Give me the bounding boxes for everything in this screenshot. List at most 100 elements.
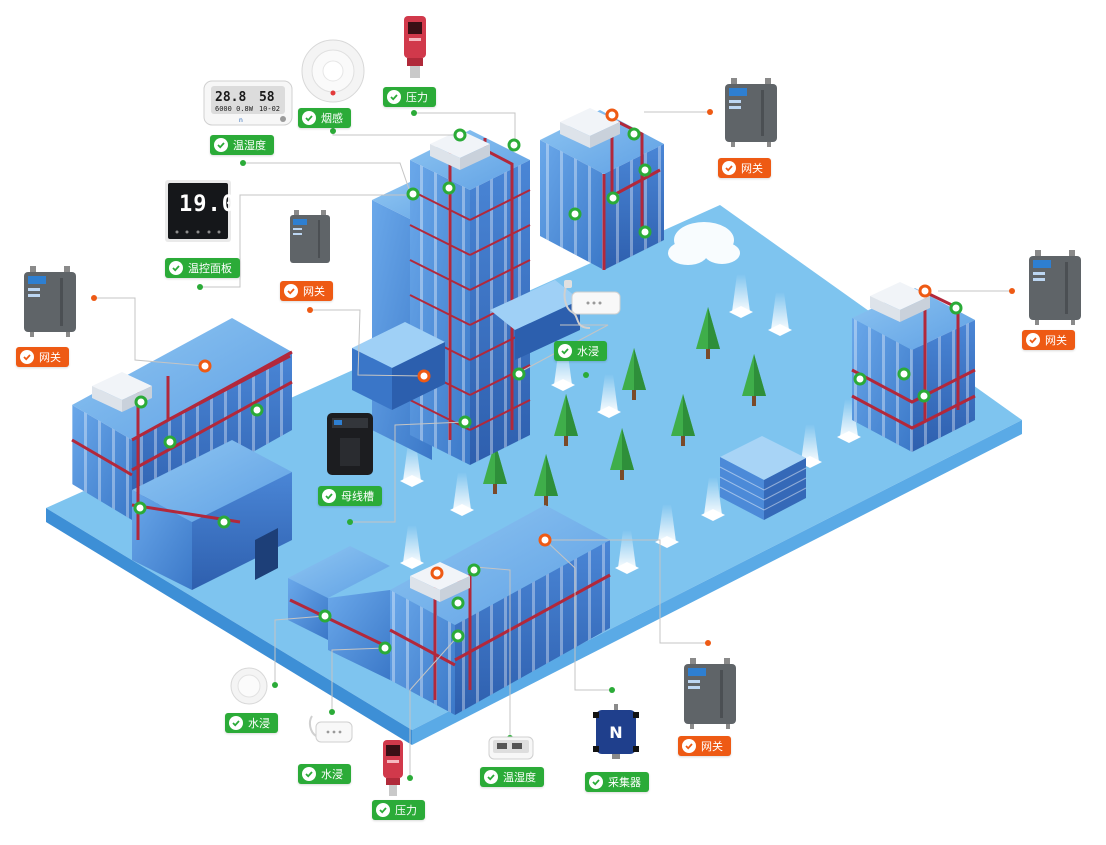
tag-label: 网关: [701, 740, 723, 753]
tree-icon: [610, 428, 634, 480]
thermo-humidity-readout: 58: [258, 90, 275, 105]
busbar-monitor-icon[interactable]: [326, 412, 374, 476]
tag-pressure-top[interactable]: 压力: [383, 87, 436, 107]
check-icon: [484, 770, 498, 784]
tag-label: 压力: [406, 91, 428, 104]
gateway-box-icon[interactable]: [22, 266, 78, 338]
check-icon: [229, 716, 243, 730]
tag-label: 母线槽: [341, 490, 374, 503]
check-icon: [589, 775, 603, 789]
tag-label: 温湿度: [503, 771, 536, 784]
tag-label: 网关: [303, 285, 325, 298]
tag-gateway-right[interactable]: 网关: [1022, 330, 1075, 350]
tag-label: 烟感: [321, 112, 343, 125]
thermo-temp-readout: 28.8: [215, 90, 247, 105]
check-icon: [20, 350, 34, 364]
trees: [483, 307, 766, 506]
check-icon: [682, 739, 696, 753]
ground-light-icon: [400, 443, 424, 487]
data-collector-icon[interactable]: N: [592, 704, 640, 760]
gateway-box-icon[interactable]: [288, 210, 332, 268]
gateway-box-icon[interactable]: [723, 78, 779, 148]
tag-collector[interactable]: 采集器: [585, 772, 649, 792]
cloud-icon: [668, 222, 740, 265]
check-icon: [558, 344, 572, 358]
thermo-hygrometer-device[interactable]: [488, 736, 534, 760]
check-icon: [302, 111, 316, 125]
tag-label: 水浸: [321, 768, 343, 781]
ground-light-icon: [450, 472, 474, 516]
pressure-transmitter-icon[interactable]: [402, 14, 428, 80]
tag-smoke[interactable]: 烟感: [298, 108, 351, 128]
tag-gateway-mid[interactable]: 网关: [280, 281, 333, 301]
pressure-transmitter-icon[interactable]: [381, 738, 405, 798]
ground-light-icon: [701, 477, 725, 521]
tag-label: 网关: [39, 351, 61, 364]
check-icon: [214, 138, 228, 152]
ground-light-icon: [655, 504, 679, 548]
building-left: [71, 318, 293, 590]
tag-label: 水浸: [248, 717, 270, 730]
tag-thermostat-panel[interactable]: 温控面板: [165, 258, 240, 278]
ground-light-icon: [729, 274, 753, 318]
tree-icon: [696, 307, 720, 359]
smoke-detector-icon[interactable]: [300, 38, 366, 104]
tag-gateway-top-right[interactable]: 网关: [718, 158, 771, 178]
rooftop-cooling-unit: [430, 130, 490, 170]
building-front: [288, 505, 611, 715]
water-leak-sensor-icon[interactable]: [560, 280, 622, 334]
svg-text:N: N: [609, 723, 622, 742]
thermostat-panel-icon[interactable]: 19.0: [165, 180, 235, 242]
tag-thermo-hygro-bottom[interactable]: 温湿度: [480, 767, 544, 787]
thermo-sub-right: 10-02: [258, 105, 281, 113]
tree-icon: [534, 454, 558, 506]
water-leak-sensor-icon[interactable]: [229, 666, 269, 706]
gateway-markers: [198, 108, 932, 580]
check-icon: [169, 261, 183, 275]
check-icon: [284, 284, 298, 298]
check-icon: [376, 803, 390, 817]
check-icon: [387, 90, 401, 104]
tag-gateway-bottom-right[interactable]: 网关: [678, 736, 731, 756]
tree-icon: [483, 442, 507, 494]
tree-icon: [742, 354, 766, 406]
data-center-block: [719, 436, 807, 520]
rooftop-cooling-unit: [870, 282, 930, 322]
leader-lines: [94, 111, 1012, 778]
tag-label: 网关: [1045, 334, 1067, 347]
svg-text:n: n: [239, 117, 243, 124]
tag-water-leak-bl1[interactable]: 水浸: [225, 713, 278, 733]
building-right: [851, 282, 976, 452]
endpoint-dots: [91, 109, 1015, 781]
sensor-markers: [133, 127, 963, 655]
gateway-box-icon[interactable]: [1027, 250, 1083, 326]
check-icon: [322, 489, 336, 503]
thermo-sub-left: 6000 0.8W: [215, 105, 253, 113]
tag-label: 温湿度: [233, 139, 266, 152]
tag-pressure-bottom[interactable]: 压力: [372, 800, 425, 820]
tree-icon: [554, 394, 578, 446]
tag-busbar[interactable]: 母线槽: [318, 486, 382, 506]
tag-label: 采集器: [608, 776, 641, 789]
tag-thermo-hygro-top[interactable]: 温湿度: [210, 135, 274, 155]
tag-water-leak-bl2[interactable]: 水浸: [298, 764, 351, 784]
ground-light-icon: [768, 292, 792, 336]
rooftop-cooling-unit: [560, 108, 620, 148]
tag-water-leak-mid[interactable]: 水浸: [554, 341, 607, 361]
check-icon: [1026, 333, 1040, 347]
tree-icon: [671, 394, 695, 446]
tag-label: 压力: [395, 804, 417, 817]
check-icon: [302, 767, 316, 781]
water-leak-sensor-icon[interactable]: [306, 714, 354, 748]
gateway-box-icon[interactable]: [682, 658, 738, 730]
tag-label: 水浸: [577, 345, 599, 358]
tag-gateway-left[interactable]: 网关: [16, 347, 69, 367]
tree-icon: [622, 348, 646, 400]
building-right-back: [540, 108, 664, 270]
tag-label: 温控面板: [188, 262, 232, 275]
tag-label: 网关: [741, 162, 763, 175]
check-icon: [722, 161, 736, 175]
ground-light-icon: [400, 525, 424, 569]
